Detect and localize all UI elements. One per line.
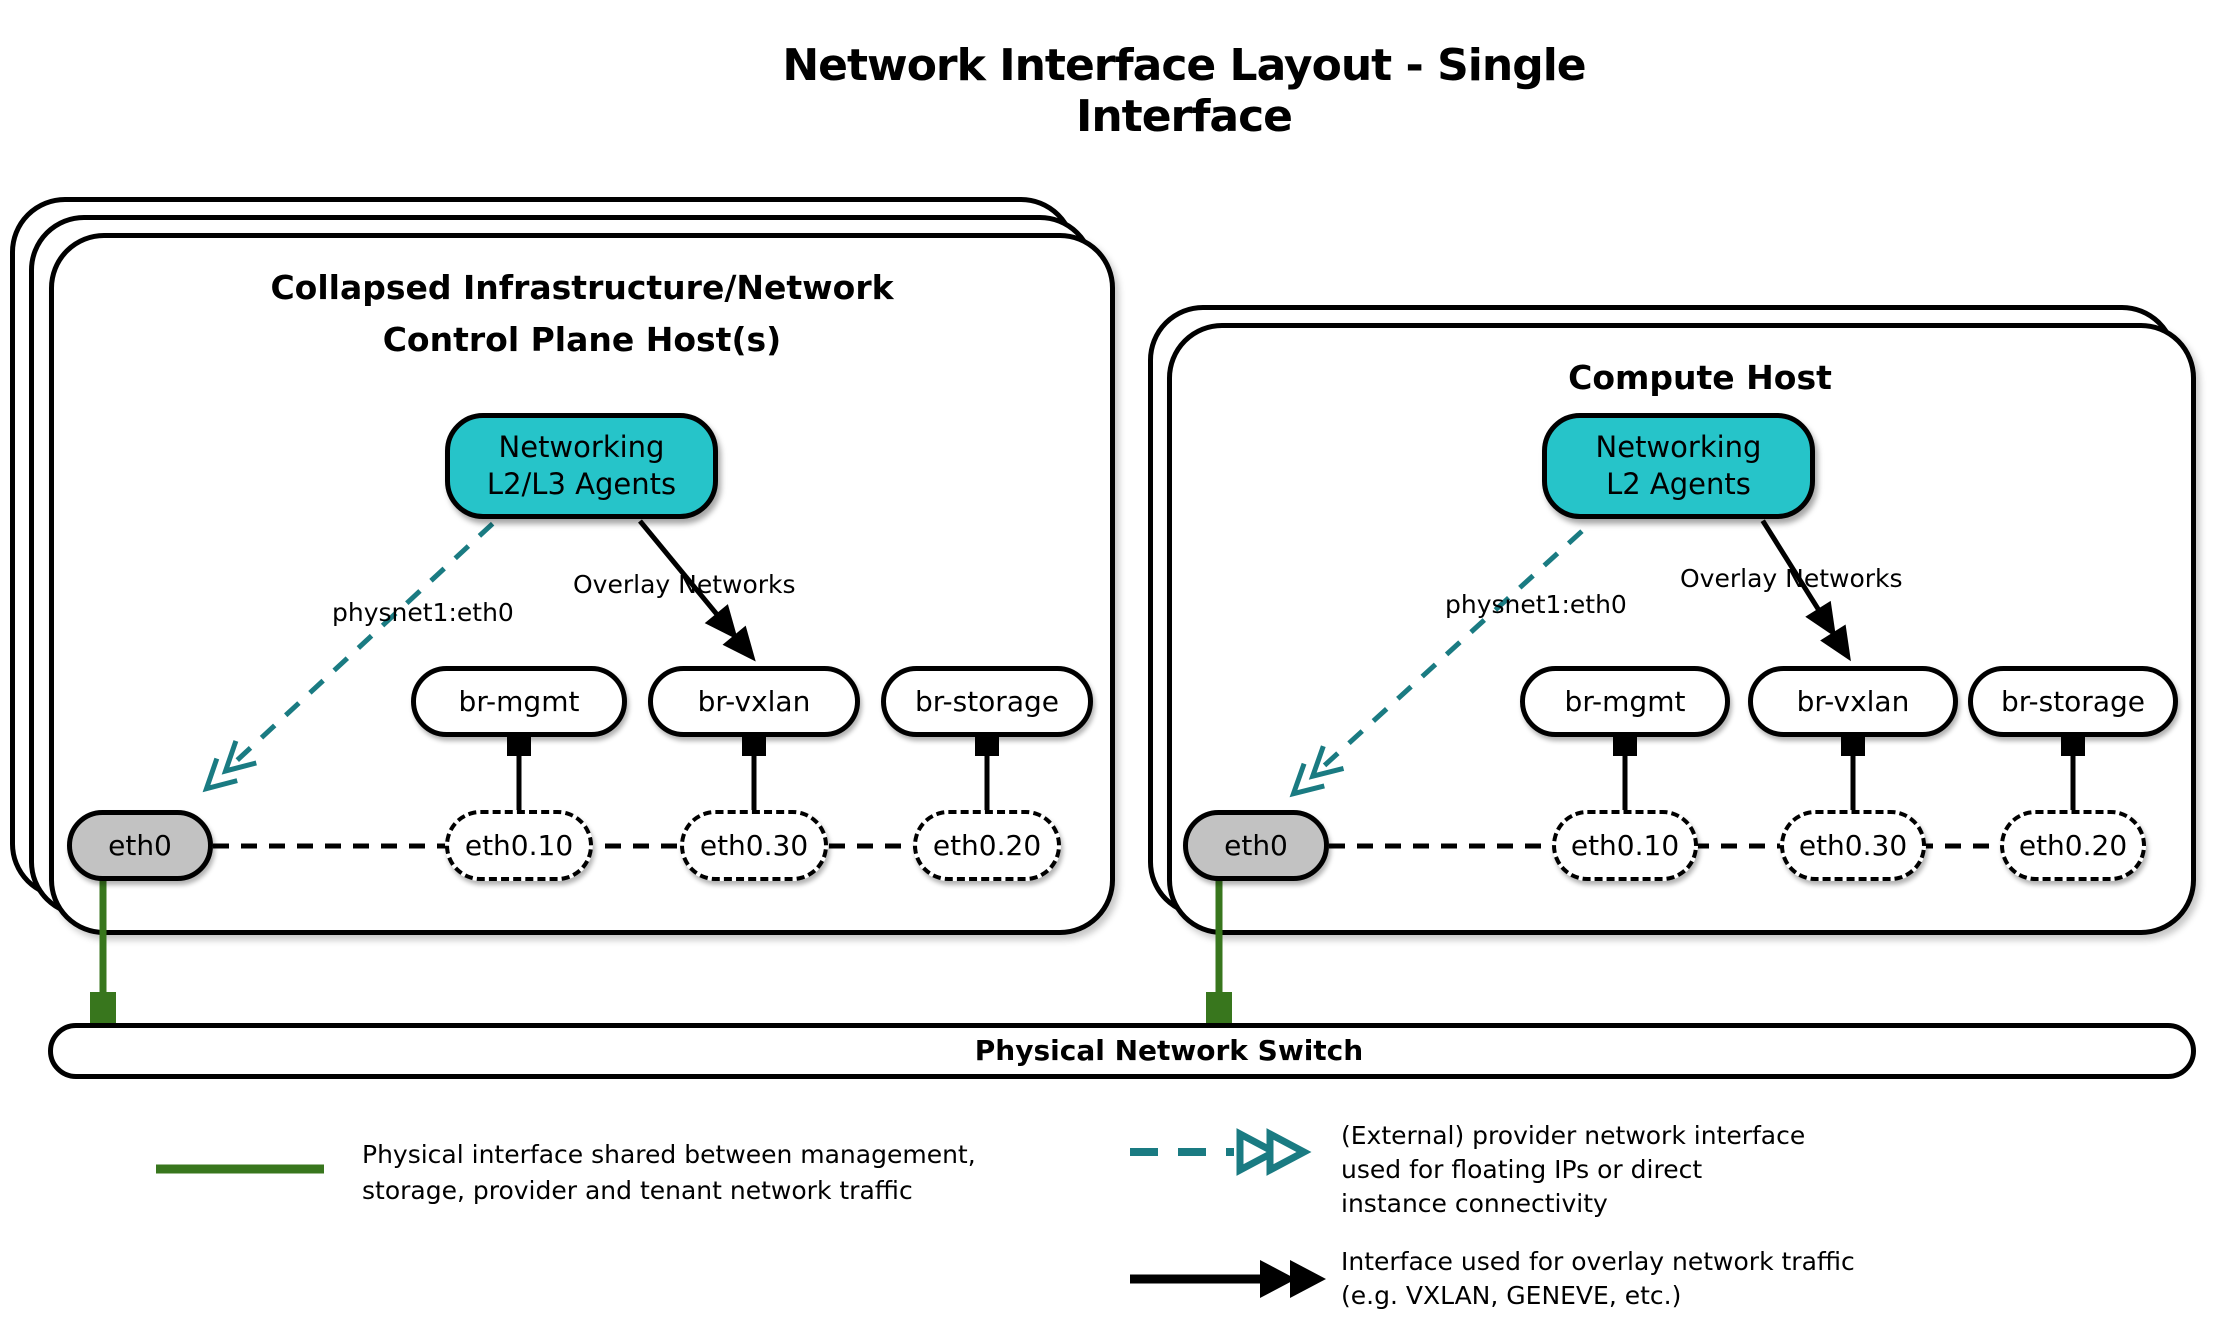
l2-agents-node: Networking L2 Agents: [1542, 413, 1815, 519]
vlan-node-eth0-10: eth0.10: [1552, 810, 1698, 881]
bridge-node-br-vxlan: br-vxlan: [1748, 666, 1958, 737]
legend-line: used for floating IPs or direct: [1341, 1155, 1703, 1184]
legend-line: (External) provider network interface: [1341, 1121, 1806, 1150]
agent-label-line: L2 Agents: [1606, 467, 1751, 501]
vlan-node-eth0-30: eth0.30: [1780, 810, 1926, 881]
page-title: Network Interface Layout - Single Interf…: [782, 40, 1586, 142]
legend-line: Interface used for overlay network traff…: [1341, 1247, 1855, 1276]
vlan-node-eth0-10: eth0.10: [445, 810, 593, 881]
host-title-line: Control Plane Host(s): [382, 320, 782, 359]
physical-network-switch: [48, 1023, 2196, 1079]
legend-line: (e.g. VXLAN, GENEVE, etc.): [1341, 1281, 1682, 1310]
provider-arrow-label: physnet1:eth0: [332, 598, 514, 627]
vlan-node-eth0-30: eth0.30: [680, 810, 828, 881]
legend-provider-arrow: [1130, 1128, 1312, 1176]
agent-label-line: Networking: [498, 430, 665, 464]
overlay-arrow-label: Overlay Networks: [1680, 564, 1903, 593]
bridge-node-br-vxlan: br-vxlan: [648, 666, 860, 737]
overlay-arrow-label: Overlay Networks: [573, 570, 796, 599]
legend-entry-provider: (External) provider network interface us…: [1341, 1119, 1805, 1221]
bridge-node-br-storage: br-storage: [1968, 666, 2178, 737]
bridge-node-br-mgmt: br-mgmt: [411, 666, 627, 737]
legend-entry-physical: Physical interface shared between manage…: [362, 1137, 976, 1209]
host-title-line: Collapsed Infrastructure/Network: [270, 268, 894, 307]
vlan-node-eth0-20: eth0.20: [913, 810, 1061, 881]
agent-label-line: L2/L3 Agents: [486, 467, 677, 501]
control-plane-host-title: Collapsed Infrastructure/Network Control…: [132, 262, 1032, 366]
legend-line: instance connectivity: [1341, 1189, 1608, 1218]
legend-line: storage, provider and tenant network tra…: [362, 1176, 913, 1205]
provider-arrow-label: physnet1:eth0: [1445, 590, 1627, 619]
interface-node-eth0: eth0: [67, 810, 213, 881]
legend-line: Physical interface shared between manage…: [362, 1140, 976, 1169]
bridge-node-br-storage: br-storage: [881, 666, 1093, 737]
vlan-node-eth0-20: eth0.20: [2000, 810, 2146, 881]
agent-label-line: Networking: [1595, 430, 1762, 464]
host-title-line: Compute Host: [1568, 358, 1832, 397]
legend-overlay-arrow: [1130, 1260, 1326, 1298]
bridge-node-br-mgmt: br-mgmt: [1520, 666, 1730, 737]
compute-host-title: Compute Host: [1400, 352, 2000, 404]
l2-l3-agents-node: Networking L2/L3 Agents: [445, 413, 718, 519]
legend-entry-overlay: Interface used for overlay network traff…: [1341, 1245, 1855, 1313]
physical-network-switch-label: Physical Network Switch: [974, 1034, 1364, 1067]
interface-node-eth0: eth0: [1183, 810, 1329, 881]
